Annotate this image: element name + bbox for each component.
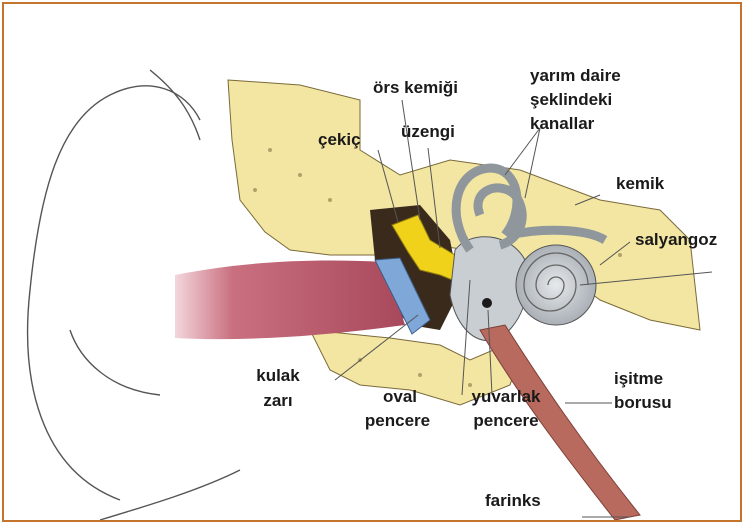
label-zari: zarı bbox=[248, 391, 308, 411]
label-kulak: kulak bbox=[248, 366, 308, 386]
label-borusu: borusu bbox=[614, 393, 672, 413]
label-yuvarlak: yuvarlak bbox=[456, 387, 556, 407]
label-uzengi: üzengi bbox=[401, 122, 455, 142]
label-ors-kemigi: örs kemiği bbox=[373, 78, 458, 98]
border-frame bbox=[2, 2, 742, 522]
label-farinks: farinks bbox=[485, 491, 541, 511]
label-yuvarlak-pencere: pencere bbox=[456, 411, 556, 431]
label-yarim-daire-1: yarım daire bbox=[530, 66, 621, 86]
label-oval: oval bbox=[360, 387, 440, 407]
label-salyangoz: salyangoz bbox=[635, 230, 717, 250]
label-oval-pencere: pencere bbox=[350, 411, 445, 431]
label-yarim-daire-3: kanallar bbox=[530, 114, 594, 134]
label-yarim-daire-2: şeklindeki bbox=[530, 90, 612, 110]
label-isitme: işitme bbox=[614, 369, 663, 389]
label-kemik: kemik bbox=[616, 174, 664, 194]
label-cekic: çekiç bbox=[318, 130, 361, 150]
